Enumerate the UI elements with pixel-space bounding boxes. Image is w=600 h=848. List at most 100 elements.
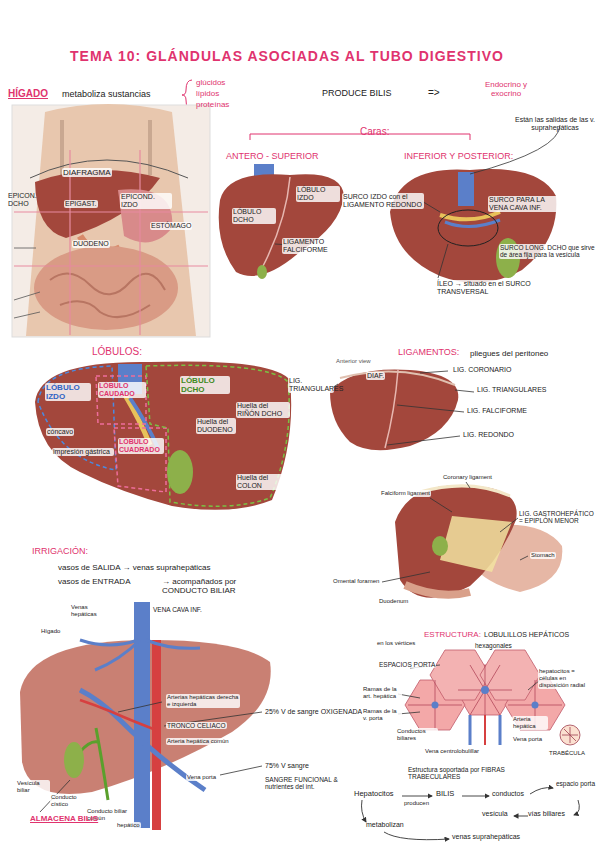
note-label: Hepatocitos bbox=[354, 790, 394, 799]
note-label: DIAF. bbox=[366, 372, 385, 380]
note-label: ESTÓMAGO bbox=[150, 222, 192, 230]
note-label: LÓBULOS: bbox=[92, 346, 142, 358]
note-label: LOBULILLOS HEPÁTICOS bbox=[484, 631, 569, 639]
note-label: Huella del DUODENO bbox=[196, 418, 236, 434]
note-label: 75% V sangre bbox=[264, 762, 310, 770]
liver-lobes-figure bbox=[35, 361, 291, 509]
liver-ligaments-figure bbox=[330, 369, 474, 450]
note-label: LÓBULO DCHO bbox=[180, 376, 230, 394]
note-label: LIG. TRIANGULARES bbox=[476, 386, 548, 394]
note-label: Stomach bbox=[530, 552, 556, 559]
note-label: conductos bbox=[492, 790, 524, 798]
note-label: Hígado bbox=[40, 628, 61, 635]
note-label: Arteria hepática bbox=[512, 716, 548, 730]
note-label: ESPACIOS PORTA bbox=[378, 661, 436, 668]
note-label: Huella del COLON bbox=[236, 474, 286, 490]
note-label: Estructura soportada por FIBRAS TRABECUL… bbox=[408, 766, 530, 781]
note-label: proteínas bbox=[196, 100, 229, 109]
note-label: Vesícula biliar bbox=[16, 780, 50, 794]
note-label: LÓBULO IZDO bbox=[45, 383, 91, 401]
note-label: SANGRE FUNCIONAL & nutrientes del int. bbox=[264, 776, 366, 791]
note-label: INFERIOR Y POSTERIOR: bbox=[404, 151, 513, 161]
note-label: hepatocitos = células en disposición rad… bbox=[538, 668, 596, 689]
note-label: DIAFRAGMA bbox=[62, 168, 112, 177]
note-label: venas suprahepáticas bbox=[452, 833, 520, 841]
note-label: hexagonales bbox=[474, 642, 513, 649]
note-label: Coronary ligament bbox=[442, 474, 493, 481]
note-label: Falciform ligament bbox=[380, 490, 431, 497]
note-label: LIG. TRIANGULARES bbox=[288, 377, 334, 393]
note-label: LIG. FALCIFORME bbox=[466, 407, 528, 415]
note-label: EPIGAST. bbox=[64, 200, 98, 208]
note-label: BILIS bbox=[436, 790, 454, 799]
note-label: → acompañados por CONDUCTO BILIAR bbox=[162, 577, 280, 595]
note-label: impresión gástrica bbox=[52, 448, 114, 456]
note-label: en los vértices bbox=[376, 640, 422, 647]
note-label: cóncavo bbox=[46, 428, 74, 436]
note-label: LIG. CORONARIO bbox=[452, 366, 512, 374]
note-label: VENA CAVA INF. bbox=[152, 606, 203, 613]
note-label: LIG. REDONDO bbox=[462, 431, 515, 439]
note-label: Duodenum bbox=[378, 598, 409, 605]
note-label: vías biliares bbox=[528, 810, 574, 818]
note-label: EPICON. DCHO bbox=[8, 192, 48, 208]
note-label: LIG. GASTROHEPÁTICO = EPIPLÓN MENOR bbox=[518, 510, 596, 525]
note-label: vasos de SALIDA → venas suprahepáticas bbox=[58, 563, 211, 572]
note-label: ANTERO - SUPERIOR bbox=[226, 151, 319, 161]
note-label: lípidos bbox=[196, 89, 219, 98]
note-label: glúcidos bbox=[196, 78, 225, 87]
note-label: hepático bbox=[116, 822, 141, 829]
note-label: TRABÉCULA bbox=[548, 750, 586, 757]
note-label: 25% V de sangre OXIGENADA bbox=[264, 708, 363, 716]
note-label: ALMACENA BILIS bbox=[30, 814, 98, 823]
note-label: metaboliza sustancias bbox=[62, 89, 151, 99]
note-label: Conducto cístico bbox=[50, 794, 88, 808]
note-label: Arteria hepática común bbox=[166, 738, 238, 745]
flow-arrows bbox=[362, 788, 580, 840]
note-label: ESTRUCTURA: bbox=[424, 630, 481, 639]
liver-vessels-figure bbox=[20, 602, 271, 830]
liver-anterior-figure bbox=[219, 164, 344, 279]
note-label: Huella del RIÑÓN DCHO bbox=[236, 402, 290, 418]
note-label: vesícula bbox=[482, 810, 508, 818]
note-label: Anterior view bbox=[336, 358, 371, 365]
note-label: vasos de ENTRADA bbox=[58, 577, 130, 586]
note-label: SURCO IZDO con el LIGAMENTO REDONDO bbox=[342, 193, 424, 209]
note-label: Conductos biliares bbox=[396, 728, 438, 742]
note-label: EPICOND. IZDO bbox=[120, 193, 172, 209]
note-label: metabolizan bbox=[366, 821, 404, 829]
note-label: Endocrino y exocrino bbox=[470, 80, 542, 98]
note-label: LIGAMENTO FALCIFORME bbox=[282, 238, 344, 254]
note-label: Vena porta bbox=[512, 736, 543, 743]
page-title: TEMA 10: GLÁNDULAS ASOCIADAS AL TUBO DIG… bbox=[70, 48, 504, 64]
note-label: LIGAMENTOS: bbox=[398, 347, 459, 357]
note-label: HÍGADO bbox=[8, 88, 48, 100]
note-label: espacio porta bbox=[556, 780, 596, 787]
note-label: Venas hepáticas bbox=[70, 604, 114, 618]
note-label: => bbox=[428, 87, 440, 99]
note-label: Arterias hepáticas derecha e izquierda bbox=[166, 694, 240, 708]
note-label: pliegues del peritoneo bbox=[470, 349, 548, 358]
note-label: DUODENO bbox=[72, 240, 110, 248]
note-label: Ramas de la art. hepática bbox=[362, 686, 402, 700]
note-label: TRONCO CELIACO bbox=[166, 722, 227, 729]
note-label: Vena porta bbox=[186, 774, 217, 781]
note-label: LÓBULO DCHO bbox=[232, 208, 276, 224]
note-label: LÓBULO CAUDADO bbox=[98, 382, 146, 398]
note-label: LÓBULO CUADRADO bbox=[118, 438, 164, 454]
torso-figure bbox=[12, 104, 210, 337]
note-label: LÓBULO IZDO bbox=[296, 186, 340, 202]
note-label: SURCO PARA LA VENA CAVA INF. bbox=[488, 196, 562, 212]
omentum-figure bbox=[382, 482, 562, 598]
note-label: ÍLEO → situado en el SURCO TRANSVERSAL bbox=[436, 280, 568, 296]
note-label: Vena centrolobulillar bbox=[424, 748, 480, 755]
note-label: Caras: bbox=[360, 126, 389, 138]
note-label: Omental foramen bbox=[332, 578, 380, 585]
note-label: PRODUCE BILIS bbox=[322, 88, 392, 98]
note-label: producen bbox=[404, 800, 429, 807]
note-label: SURCO LONG. DCHO que sirve de área fija … bbox=[499, 244, 596, 259]
note-label: Están las salidas de las v. suprahepátic… bbox=[514, 116, 596, 132]
note-label: Ramas de la v. porta bbox=[362, 708, 402, 722]
note-label: IRRIGACIÓN: bbox=[32, 546, 88, 556]
